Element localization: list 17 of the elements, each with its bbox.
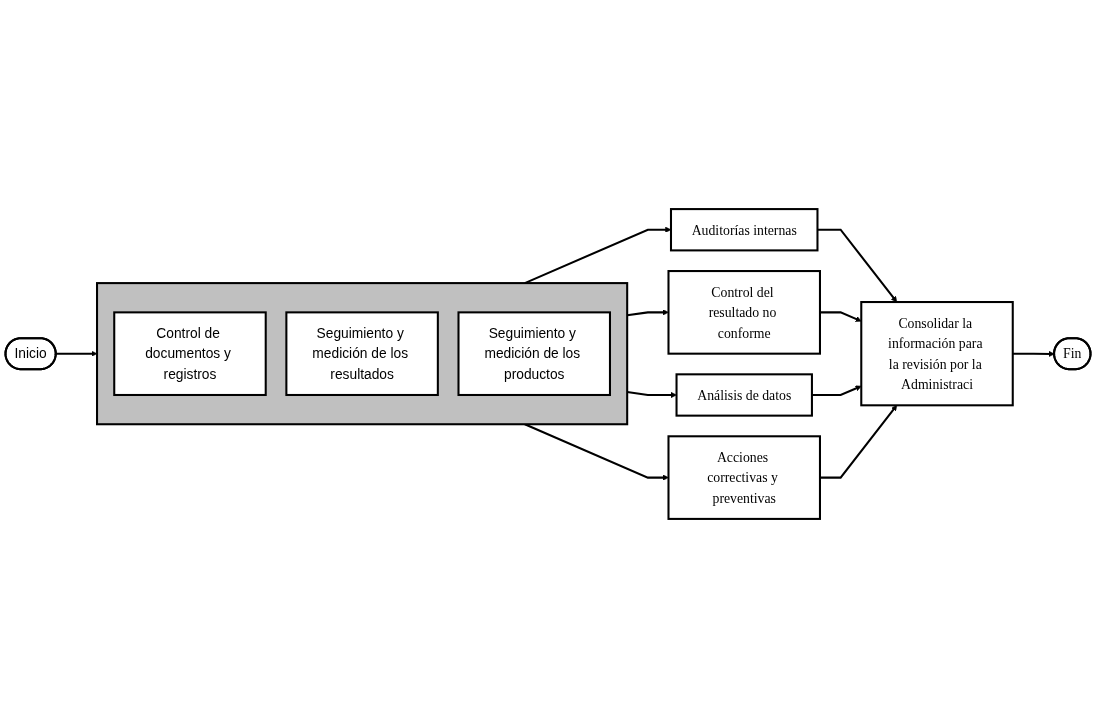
node-box: Control del resultado no conforme (667, 270, 821, 355)
arrow (627, 390, 677, 398)
arrow (817, 228, 898, 303)
node-box: Seguimiento y medición de los productos (457, 311, 611, 396)
node-box: Auditorías internas (669, 208, 819, 252)
cluster (96, 282, 629, 426)
arrow (811, 385, 862, 396)
node-box: Análisis de datos (675, 373, 813, 417)
node-box: Control de documentos y registros (113, 311, 267, 396)
arrow (55, 350, 98, 357)
node-box: Seguimiento y medición de los resultados (285, 311, 439, 396)
arrow (819, 405, 898, 479)
arrow (1012, 350, 1055, 357)
arrow (819, 311, 862, 322)
node-box: Acciones correctivas y preventivas (667, 435, 821, 520)
node-box: Consolidar la información para la revisión por la Administraci (860, 301, 1014, 407)
arrow (627, 309, 669, 317)
